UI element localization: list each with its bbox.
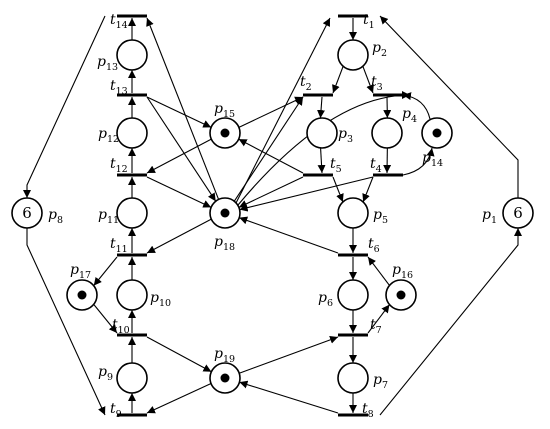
token-count-p8: 6 — [22, 204, 32, 222]
place-label-p12: p12 — [98, 126, 119, 145]
transition-label-t8: t8 — [362, 401, 374, 420]
arc-t5-p18 — [238, 176, 304, 208]
token-count-p1: 6 — [513, 204, 523, 222]
transition-label-t9: t9 — [110, 401, 122, 420]
arc-t13-p18 — [146, 96, 217, 202]
arc-t4-p14 — [402, 147, 435, 176]
transition-label-t14: t14 — [110, 12, 128, 31]
place-p8 — [11, 197, 43, 229]
place-p9 — [116, 362, 148, 394]
place-label-p17: p17 — [70, 262, 91, 281]
place-label-p13: p13 — [97, 54, 118, 73]
transition-label-t10: t10 — [112, 317, 130, 336]
arc-p15-t2 — [238, 96, 304, 128]
transition-label-t2: t2 — [300, 74, 312, 93]
arc-t7-p16 — [367, 304, 390, 334]
transition-label-t3: t3 — [371, 74, 383, 93]
arc-p18-t1 — [235, 17, 331, 204]
transition-label-t7: t7 — [370, 317, 382, 336]
place-label-p11: p11 — [98, 207, 119, 226]
transition-label-t6: t6 — [368, 236, 380, 255]
arc-p17-t10 — [93, 304, 118, 334]
place-label-p4: p4 — [402, 106, 417, 125]
arc-p18-t14 — [146, 17, 220, 200]
arc-t4-p5 — [362, 176, 374, 203]
place-label-p9: p9 — [98, 364, 113, 383]
arc-t12-p18 — [146, 176, 212, 208]
arc-t5-p5 — [332, 176, 344, 203]
transition-label-t11: t11 — [110, 236, 128, 255]
place-p5 — [337, 197, 369, 229]
place-p10 — [116, 279, 148, 311]
arc-t8-p1 — [379, 228, 522, 416]
place-p13 — [116, 39, 148, 71]
arc-p19-t9 — [146, 383, 212, 414]
token-p17 — [77, 290, 87, 300]
arc-p18-t11 — [146, 218, 212, 254]
arc-p16-t6 — [367, 256, 390, 286]
place-p3 — [306, 117, 338, 149]
arc-p3-t5 — [317, 147, 326, 174]
token-p15 — [220, 128, 230, 138]
arc-t2-p3 — [317, 96, 326, 119]
place-p2 — [337, 39, 369, 71]
transition-label-t5: t5 — [330, 156, 342, 175]
place-label-p5: p5 — [373, 207, 388, 226]
place-p11 — [116, 197, 148, 229]
arc-t5-p15 — [238, 138, 304, 174]
arc-p1-t1 — [379, 15, 519, 198]
arcs — [23, 15, 522, 416]
place-p7 — [337, 362, 369, 394]
place-p12 — [116, 117, 148, 149]
arc-t6-p18 — [239, 216, 339, 254]
transition-label-t13: t13 — [110, 78, 128, 97]
transition-label-t4: t4 — [370, 156, 382, 175]
place-label-p7: p7 — [373, 372, 388, 391]
token-p16 — [396, 290, 406, 300]
arc-t10-p19 — [146, 336, 212, 373]
arc-t13-p15 — [146, 96, 212, 128]
place-label-p10: p10 — [150, 290, 171, 309]
arc-p2-t2 — [332, 66, 344, 94]
nodes: 66 — [11, 14, 534, 417]
place-p4 — [371, 117, 403, 149]
arc-p8-t9 — [26, 228, 106, 416]
place-label-p15: p15 — [214, 101, 235, 120]
arc-t4-p18 — [239, 176, 374, 212]
token-p18 — [220, 208, 230, 218]
arc-p18-t2 — [233, 96, 304, 202]
place-label-p14: p14 — [422, 150, 443, 169]
arc-p19-t7 — [239, 335, 339, 374]
transition-label-t1: t1 — [363, 12, 375, 31]
arc-t11-p17 — [93, 256, 118, 286]
place-label-p19: p19 — [214, 346, 235, 365]
place-p1 — [502, 197, 534, 229]
arc-t14-p8 — [23, 15, 106, 198]
arc-p2-t3 — [362, 66, 374, 94]
place-label-p8: p8 — [48, 207, 63, 226]
arc-p15-t12 — [146, 138, 212, 174]
token-p14 — [432, 128, 442, 138]
token-p19 — [220, 373, 230, 383]
place-label-p3: p3 — [338, 126, 353, 145]
place-label-p16: p16 — [392, 262, 413, 281]
place-label-p2: p2 — [372, 40, 387, 59]
transition-label-t12: t12 — [110, 156, 128, 175]
place-label-p18: p18 — [214, 234, 235, 253]
place-label-p1: p1 — [482, 207, 497, 226]
labels: p1 p2 p3 p4 p5 p6 p7 p8 p9 p10 p11 p12 p13 p14 p15 p16 p… — [48, 12, 497, 420]
arc-t8-p19 — [239, 380, 339, 414]
place-p6 — [337, 279, 369, 311]
place-label-p6: p6 — [318, 290, 333, 309]
